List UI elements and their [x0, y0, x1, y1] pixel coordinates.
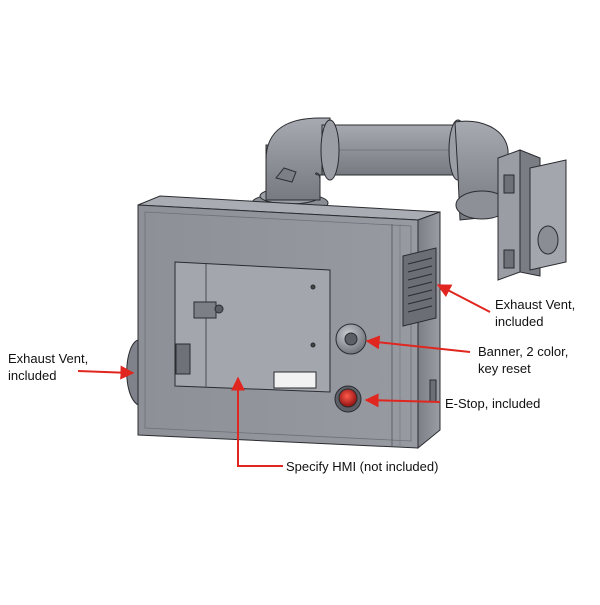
arrow-exhaust-vent-left [77, 365, 135, 380]
callout-arrows [77, 284, 491, 467]
arrow-hmi [231, 376, 283, 467]
arrow-exhaust-vent-right [436, 284, 491, 313]
callout-estop: E-Stop, included [445, 396, 541, 411]
right-exhaust-vent [402, 247, 437, 327]
callout-exhaust-vent-left: Exhaust Vent, included [8, 351, 89, 383]
hmi-label-blank [273, 371, 317, 389]
callout-hmi: Specify HMI (not included) [286, 459, 439, 474]
arrow-banner [365, 335, 471, 353]
enclosure-side [417, 211, 441, 450]
wall-bracket-boss [537, 225, 559, 255]
callout-banner: Banner, 2 color, key reset [478, 344, 569, 376]
hmi-window [174, 261, 331, 393]
support-arm [251, 117, 567, 281]
estop-button [334, 385, 362, 413]
enclosure [126, 195, 441, 450]
arrow-estop [364, 393, 441, 408]
arm-elbow-left [265, 117, 331, 201]
callout-exhaust-vent-right: Exhaust Vent, included [495, 297, 576, 329]
banner-light [335, 323, 367, 355]
latch [193, 301, 217, 319]
